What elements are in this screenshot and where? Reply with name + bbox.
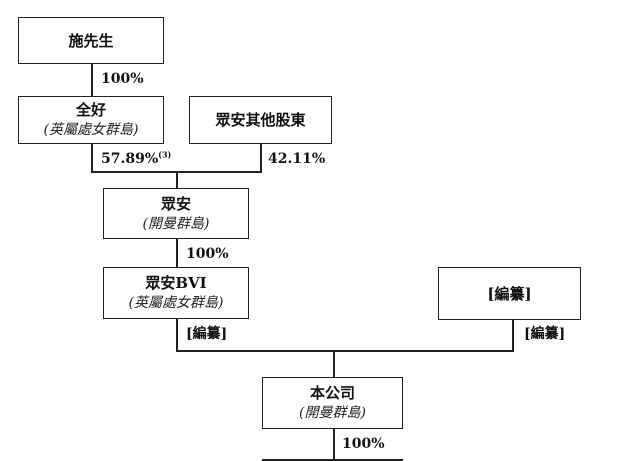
entity-company: 本公司 (開曼群島) [262,377,403,429]
entity-jurisdiction: (開曼群島) [142,215,210,232]
edge-label-shi-quanhao: 100% [101,71,144,87]
entity-name: 眾安BVI [145,274,207,292]
connector-bottom-rule [262,459,403,461]
entity-name: 眾安 [160,194,191,213]
connector-zhongan-bvi [176,238,178,268]
entity-jurisdiction: (英屬處女群島) [43,122,139,138]
entity-shi: 施先生 [18,17,164,64]
entity-name: 本公司 [309,384,355,402]
entity-name: 施先生 [68,31,114,50]
connector-to-company [333,350,335,378]
connector-merge-company [176,350,514,352]
entity-zhongan: 眾安 (開曼群島) [103,188,249,239]
entity-jurisdiction: (開曼群島) [299,405,366,421]
connector-company-down [333,428,335,461]
edge-label-other-zhongan: 42.11% [268,151,326,167]
entity-quanhao: 全好 (英屬處女群島) [18,96,164,144]
entity-other-shareholders: 眾安其他股東 [189,96,332,144]
connector-shi-quanhao [91,63,93,97]
edge-label-company-below: 100% [342,436,385,452]
edge-label-right-company: [編纂] [524,326,566,342]
edge-label-bvi-company: [編纂] [186,326,228,342]
connector-right-down [512,319,514,351]
edge-label-quanhao-zhongan: 57.89%(3) [101,150,171,168]
connector-quanhao-down [91,143,93,172]
entity-jurisdiction: (英屬處女群島) [128,295,224,311]
connector-to-zhongan [176,171,178,189]
footnote-marker: (3) [158,149,172,160]
entity-zhongan-bvi: 眾安BVI (英屬處女群島) [103,267,249,319]
connector-other-down [260,143,262,172]
connector-bvi-down [176,318,178,351]
entity-name: 眾安其他股東 [215,111,306,129]
edge-label-zhongan-bvi: 100% [186,246,229,262]
entity-redacted-right: [編纂] [438,267,581,320]
entity-name: [編纂] [487,284,532,303]
entity-name: 全好 [75,101,106,119]
edge-value: 57.89% [101,151,159,167]
